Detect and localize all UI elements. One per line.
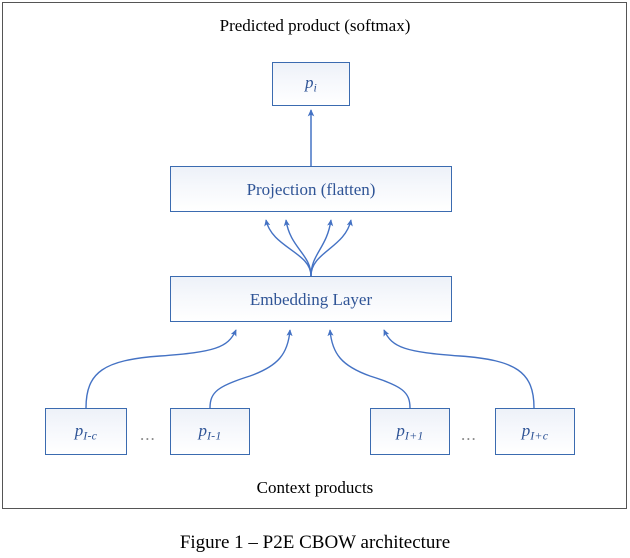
- node-embedding-layer-label: Embedding Layer: [249, 289, 373, 309]
- ellipsis-right: ...: [461, 425, 477, 444]
- node-context-product-2-base: p: [198, 420, 207, 440]
- node-context-product-1-subscript: I-c: [83, 428, 98, 443]
- context-products-label: Context products: [256, 478, 374, 497]
- node-predicted-product-label: pi: [305, 74, 317, 93]
- node-context-product-4-label: pI+c: [522, 422, 549, 441]
- node-context-product-3-label: pI+1: [396, 422, 423, 441]
- node-context-product-2-subscript: I-1: [206, 428, 222, 443]
- node-predicted-product: pi: [272, 62, 350, 106]
- ellipsis-left: ...: [140, 425, 156, 444]
- node-context-product-1: pI-c: [45, 408, 127, 455]
- figure-caption: Figure 1 – P2E CBOW architecture: [179, 532, 451, 553]
- node-context-product-3: pI+1: [370, 408, 450, 455]
- node-projection: Projection (flatten): [170, 166, 452, 212]
- node-context-product-2-label: pI-1: [198, 422, 221, 441]
- node-projection-label: Projection (flatten): [246, 179, 376, 199]
- node-context-product-1-base: p: [74, 420, 84, 440]
- node-context-product-3-subscript: I+1: [404, 428, 424, 443]
- node-context-product-4-subscript: I+c: [530, 428, 549, 443]
- node-context-product-2: pI-1: [170, 408, 250, 455]
- node-predicted-product-base: p: [304, 73, 314, 93]
- node-predicted-product-subscript: i: [313, 80, 318, 95]
- predicted-product-label: Predicted product (softmax): [219, 16, 411, 35]
- node-context-product-4-base: p: [521, 420, 531, 440]
- node-embedding-layer: Embedding Layer: [170, 276, 452, 322]
- node-context-product-4: pI+c: [495, 408, 575, 455]
- node-context-product-3-base: p: [396, 420, 405, 440]
- node-context-product-1-label: pI-c: [75, 422, 97, 441]
